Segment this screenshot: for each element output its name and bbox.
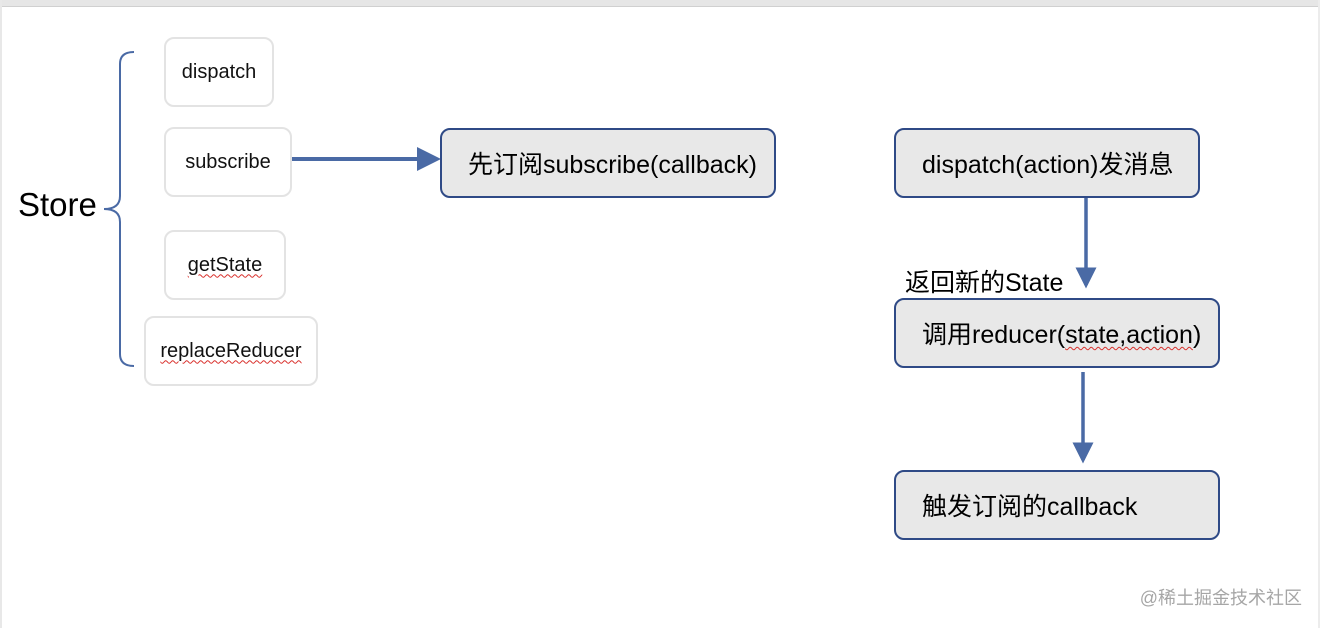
- method-dispatch: dispatch: [164, 37, 274, 107]
- window-top-border: [0, 0, 1320, 7]
- window-left-border: [0, 0, 2, 628]
- watermark: @稀土掘金技术社区: [1139, 588, 1302, 608]
- window-right-border: [1318, 0, 1320, 628]
- store-label: Store: [18, 186, 97, 223]
- reducer-call-suffix: ): [1192, 321, 1202, 349]
- dispatch-action-text: dispatch(action)发消息: [922, 151, 1174, 179]
- method-getstate: getState: [164, 230, 286, 300]
- method-subscribe: subscribe: [164, 127, 292, 197]
- method-getstate-label: getState: [187, 253, 263, 276]
- subscribe-callback-text: 先订阅subscribe(callback): [468, 151, 757, 179]
- dispatch-action-box: dispatch(action)发消息: [894, 128, 1200, 198]
- method-subscribe-label: subscribe: [185, 150, 271, 173]
- trigger-callback-box: 触发订阅的callback: [894, 470, 1220, 540]
- reducer-call-prefix: 调用reducer(: [922, 321, 1066, 349]
- reducer-call-box: 调用reducer(state,action): [894, 298, 1220, 368]
- return-new-state-label: 返回新的State: [905, 269, 1064, 297]
- reducer-call-args: state,action: [1065, 321, 1193, 349]
- method-replacereducer: replaceReducer: [144, 316, 318, 386]
- method-replacereducer-label: replaceReducer: [160, 339, 302, 362]
- subscribe-callback-box: 先订阅subscribe(callback): [440, 128, 776, 198]
- trigger-callback-text: 触发订阅的callback: [922, 493, 1138, 521]
- store-brace: [103, 51, 135, 367]
- reducer-call-text: 调用reducer(state,action): [922, 315, 1201, 351]
- method-dispatch-label: dispatch: [181, 60, 257, 83]
